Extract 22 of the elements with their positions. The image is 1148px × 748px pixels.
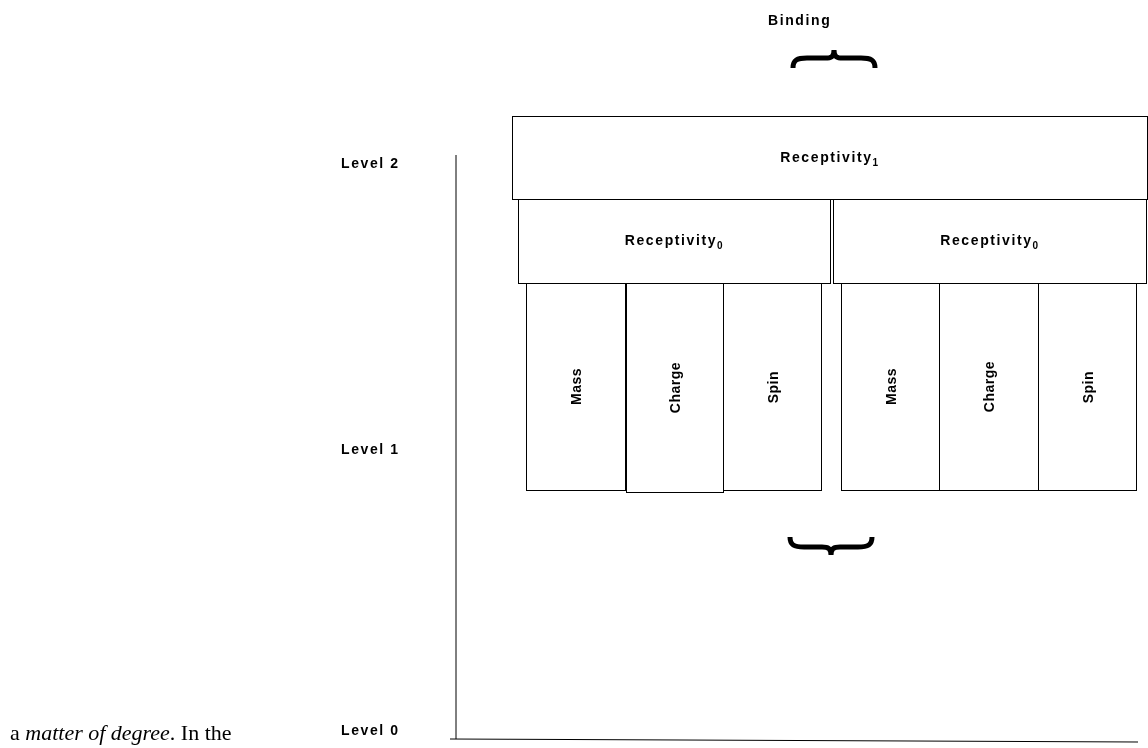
property-label: Charge bbox=[981, 361, 997, 413]
property-label: Spin bbox=[1079, 370, 1096, 404]
property-box bbox=[1038, 283, 1137, 491]
property-label: Mass bbox=[882, 368, 899, 406]
property-box bbox=[841, 283, 940, 491]
box-label: Receptivity$_{1}$ bbox=[780, 148, 880, 168]
property-label: Spin bbox=[764, 370, 781, 404]
body-text: a matter of degree. In the bbox=[10, 720, 232, 746]
property-label: Mass bbox=[568, 368, 584, 406]
receptivity-box bbox=[518, 199, 831, 284]
box-label: Receptivity$_{0}$ bbox=[940, 232, 1040, 251]
level-label: Level 0 bbox=[341, 722, 400, 738]
box-label: Receptivity$_{0}$ bbox=[624, 232, 725, 251]
heading-label: Binding bbox=[768, 12, 832, 28]
property-label: Charge bbox=[667, 362, 683, 414]
level-label: Level 2 bbox=[341, 155, 400, 171]
property-box bbox=[626, 283, 724, 493]
receptivity-box bbox=[833, 199, 1147, 284]
receptivity-box bbox=[512, 116, 1148, 200]
property-box bbox=[526, 283, 626, 491]
property-box bbox=[723, 283, 822, 491]
level-label: Level 1 bbox=[341, 441, 400, 457]
